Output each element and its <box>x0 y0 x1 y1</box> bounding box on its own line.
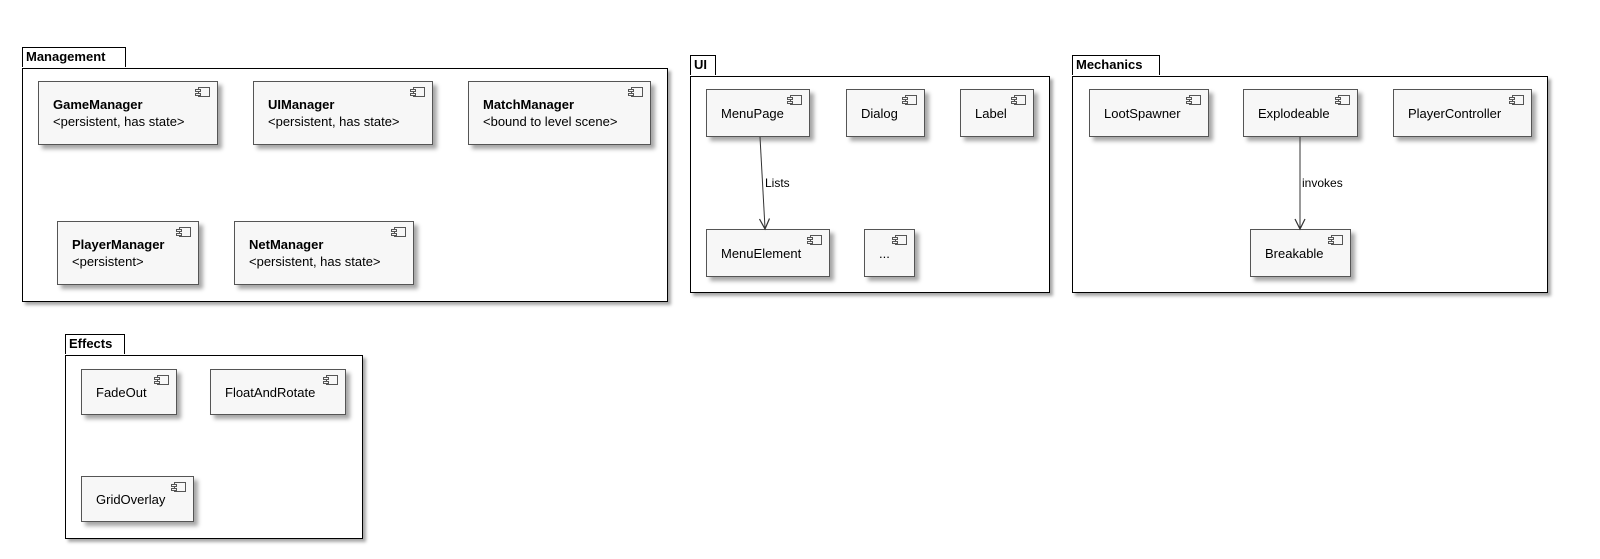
component-ui-manager[interactable]: UIManager <persistent, has state> <box>253 81 433 145</box>
relation-explodeable-invokes <box>1294 137 1306 231</box>
component-loot-spawner[interactable]: LootSpawner <box>1089 89 1209 137</box>
component-name: Label <box>975 105 1007 121</box>
package-tab-mechanics: Mechanics <box>1072 55 1160 75</box>
component-explodeable[interactable]: Explodeable <box>1243 89 1358 137</box>
component-menu-page[interactable]: MenuPage <box>706 89 810 137</box>
component-icon <box>628 87 643 97</box>
arrowhead-icon <box>1294 218 1306 231</box>
component-icon <box>1011 95 1026 105</box>
component-name: MatchManager <box>483 97 575 112</box>
component-fade-out[interactable]: FadeOut <box>81 369 177 415</box>
component-name: Explodeable <box>1258 105 1330 121</box>
component-name: MenuPage <box>721 105 784 121</box>
package-tab-ui: UI <box>690 55 716 75</box>
component-icon <box>1335 95 1350 105</box>
component-name: GridOverlay <box>96 491 166 507</box>
component-stereotype: <persistent, has state> <box>53 114 185 129</box>
component-game-manager[interactable]: GameManager <persistent, has state> <box>38 81 218 145</box>
component-icon <box>902 95 917 105</box>
component-player-controller[interactable]: PlayerController <box>1393 89 1532 137</box>
component-icon <box>176 227 191 237</box>
relation-menu-page-lists <box>758 136 771 231</box>
component-icon <box>1186 95 1201 105</box>
component-player-manager[interactable]: PlayerManager <persistent> <box>57 221 199 285</box>
component-stereotype: <persistent, has state> <box>268 114 400 129</box>
component-match-manager[interactable]: MatchManager <bound to level scene> <box>468 81 651 145</box>
component-icon <box>154 375 169 385</box>
component-stereotype: <bound to level scene> <box>483 114 618 129</box>
component-icon <box>807 235 822 245</box>
package-tab-effects: Effects <box>65 334 125 354</box>
component-name: FloatAndRotate <box>225 384 316 400</box>
component-name: FadeOut <box>96 384 147 400</box>
component-stereotype: <persistent, has state> <box>249 254 381 269</box>
component-icon <box>1328 235 1343 245</box>
arrowhead-icon <box>758 218 771 231</box>
component-stereotype: <persistent> <box>72 254 144 269</box>
component-icon <box>391 227 406 237</box>
component-name: Breakable <box>1265 245 1324 261</box>
component-ellipsis[interactable]: ... <box>864 229 915 277</box>
component-name: Dialog <box>861 105 898 121</box>
component-name: LootSpawner <box>1104 105 1181 121</box>
package-title-effects: Effects <box>69 336 113 351</box>
component-icon <box>195 87 210 97</box>
component-breakable[interactable]: Breakable <box>1250 229 1351 277</box>
component-name: NetManager <box>249 237 324 252</box>
component-icon <box>323 375 338 385</box>
package-title-management: Management <box>26 49 106 64</box>
component-menu-element[interactable]: MenuElement <box>706 229 830 277</box>
component-name: MenuElement <box>721 245 802 261</box>
component-name: PlayerManager <box>72 237 165 252</box>
component-icon <box>1509 95 1524 105</box>
component-float-and-rotate[interactable]: FloatAndRotate <box>210 369 346 415</box>
relation-label-invokes: invokes <box>1302 176 1343 190</box>
component-icon <box>410 87 425 97</box>
package-title-ui: UI <box>694 57 707 72</box>
component-grid-overlay[interactable]: GridOverlay <box>81 476 194 522</box>
relation-label-lists: Lists <box>765 176 790 190</box>
component-name: UIManager <box>268 97 335 112</box>
component-name: GameManager <box>53 97 143 112</box>
component-icon <box>892 235 907 245</box>
component-name: PlayerController <box>1408 105 1502 121</box>
component-label[interactable]: Label <box>960 89 1034 137</box>
component-name: ... <box>879 245 890 261</box>
package-tab-management: Management <box>22 47 126 67</box>
component-net-manager[interactable]: NetManager <persistent, has state> <box>234 221 414 285</box>
component-icon <box>171 482 186 492</box>
component-dialog[interactable]: Dialog <box>846 89 925 137</box>
component-icon <box>787 95 802 105</box>
package-title-mechanics: Mechanics <box>1076 57 1143 72</box>
